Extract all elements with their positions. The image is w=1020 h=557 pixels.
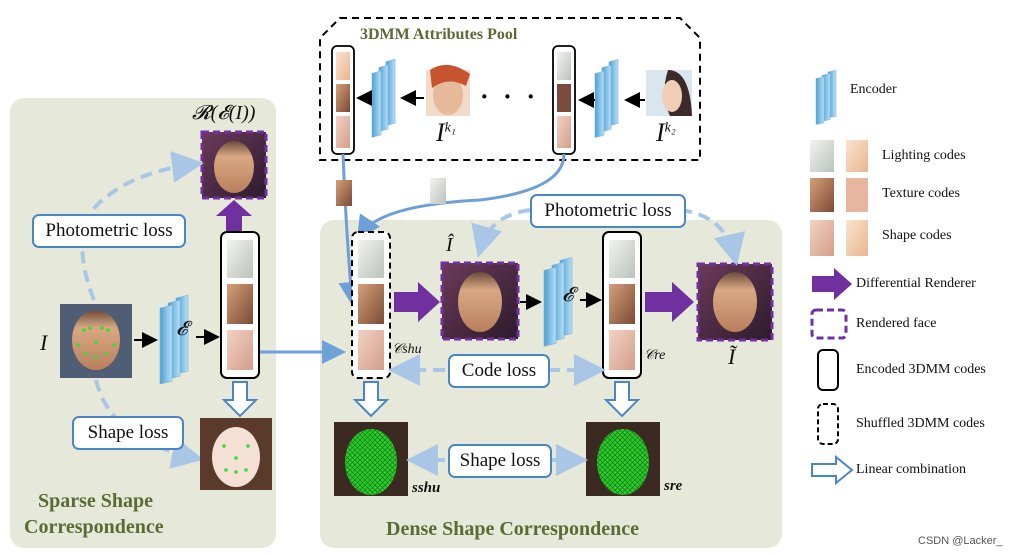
input-label: I <box>40 330 48 355</box>
pool-encoder-1 <box>371 58 396 138</box>
legend-shape-icon-2 <box>846 220 868 256</box>
render-label: 𝓡(𝓔(I)) <box>192 102 256 124</box>
legend-rendered-face-icon <box>810 308 848 340</box>
legend-texture-icon-2 <box>846 178 868 212</box>
legend-label-renderer: Differential Renderer <box>856 276 976 291</box>
c-shu-label: 𝒞shu <box>392 342 422 357</box>
pool-label-k1: Ik₁ <box>436 118 456 147</box>
i-tilde-label: Ĩ <box>728 344 736 369</box>
legend-shuffled-icon <box>817 403 839 445</box>
dense-title: Dense Shape Correspondence <box>386 518 639 540</box>
pool-encoder-2 <box>594 59 619 138</box>
renderer-arrow-dense-2 <box>645 282 694 322</box>
legend-encoder-icon <box>815 69 837 125</box>
s-shu-label: sshu <box>412 480 441 496</box>
linear-comb-arrow-shu <box>352 381 390 418</box>
pool-ellipsis: · · · <box>480 82 540 111</box>
sparse-title-line2: Correspondence <box>24 516 164 538</box>
legend-label-texture: Texture codes <box>882 186 960 201</box>
legend-label-shape: Shape codes <box>882 228 952 243</box>
dense-encoder-symbol: 𝓔 <box>562 284 574 306</box>
sparse-title-line1: Sparse Shape <box>38 490 154 512</box>
watermark: CSDN @Lacker_ <box>918 535 1003 547</box>
legend-label-lighting: Lighting codes <box>882 148 966 163</box>
sparse-photometric-loss: Photometric loss <box>32 214 186 248</box>
legend-linear-icon <box>811 454 854 486</box>
dense-code-loss: Code loss <box>448 354 550 388</box>
c-re-label: 𝒞re <box>644 348 666 363</box>
sparse-encoder-symbol: 𝓔 <box>176 318 188 340</box>
legend-encoded-icon <box>817 349 839 391</box>
s-re-label: sre <box>664 478 683 494</box>
legend-label-linear: Linear combination <box>856 462 967 477</box>
legend-label-shuffled: Shuffled 3DMM codes <box>856 416 985 431</box>
sparse-shape-loss: Shape loss <box>72 416 184 450</box>
legend-shape-icon-1 <box>810 220 834 256</box>
legend-texture-icon-1 <box>810 178 834 212</box>
pool-label-k2: Ik₂ <box>656 118 676 147</box>
renderer-arrow-sparse <box>216 200 252 232</box>
encoder-sparse <box>159 294 189 385</box>
legend-renderer-icon <box>812 268 852 300</box>
dense-photometric-loss: Photometric loss <box>530 194 686 228</box>
linear-comb-arrow-sparse <box>221 381 259 418</box>
legend-label-encoder: Encoder <box>850 82 897 97</box>
renderer-arrow-dense-1 <box>394 282 440 322</box>
encoder-dense <box>543 257 573 347</box>
legend-label-rendered-face: Rendered face <box>856 316 937 331</box>
linear-comb-arrow-re <box>603 381 641 418</box>
legend-label-encoded: Encoded 3DMM codes <box>856 362 986 377</box>
legend-lighting-icon-2 <box>846 140 868 172</box>
pool-title: 3DMM Attributes Pool <box>360 26 518 43</box>
legend-lighting-icon-1 <box>810 140 834 172</box>
dense-shape-loss: Shape loss <box>448 444 552 478</box>
i-hat-label: Î <box>446 234 453 256</box>
